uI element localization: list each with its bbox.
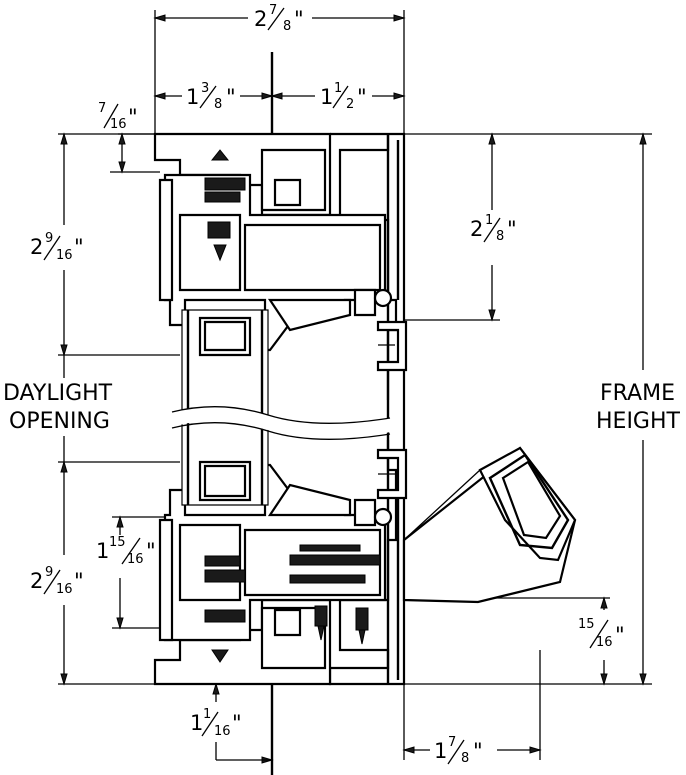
dim-inner-lower-den: 16 xyxy=(127,552,144,567)
frame-height-label-line2: HEIGHT xyxy=(596,409,681,434)
dim-right-upper-whole: 2 xyxy=(470,217,483,241)
dim-top-left-whole: 1 xyxy=(186,85,199,109)
dim-bottom-right-num: 7 xyxy=(448,735,456,750)
dim-right-upper-num: 1 xyxy=(485,213,493,228)
dim-right-lower-inch: " xyxy=(615,623,625,647)
dim-right-upper-inch: " xyxy=(507,217,517,241)
dim-inner-lower-whole: 1 xyxy=(96,539,109,563)
dim-bottom-right-inch: " xyxy=(473,739,483,763)
dim-left-upper-num: 9 xyxy=(45,231,53,246)
dim-top-left-inch: " xyxy=(226,85,236,109)
dim-left-lower-whole: 2 xyxy=(30,569,43,593)
dim-left-lower-inch: " xyxy=(74,569,84,593)
dim-left-lower-num: 9 xyxy=(45,565,53,580)
dim-top-overall-num: 7 xyxy=(269,3,277,18)
dim-top-overall-den: 8 xyxy=(283,19,291,34)
dim-right-lower-num: 15 xyxy=(578,617,595,632)
dim-left-small-den: 16 xyxy=(110,117,127,132)
dim-inner-lower-inch: " xyxy=(146,539,156,563)
dim-bottom-left-num: 1 xyxy=(203,707,211,722)
dim-left-lower-den: 16 xyxy=(56,582,73,597)
dim-inner-lower-num: 15 xyxy=(109,535,126,550)
dim-left-upper-whole: 2 xyxy=(30,235,43,259)
dim-left-upper-inch: " xyxy=(74,235,84,259)
dim-top-overall-inch: " xyxy=(294,7,304,31)
dim-top-right-whole: 1 xyxy=(320,85,333,109)
dim-right-lower-den: 16 xyxy=(596,635,613,650)
dim-bottom-left-den: 16 xyxy=(214,724,231,739)
dim-left-upper-den: 16 xyxy=(56,248,73,263)
dim-bottom-right-den: 8 xyxy=(461,751,469,766)
dim-bottom-right-whole: 1 xyxy=(434,739,447,763)
dim-top-left-num: 3 xyxy=(201,81,209,96)
dim-left-small-num: 7 xyxy=(98,101,106,116)
dim-left-small-inch: " xyxy=(128,105,138,129)
dim-top-right-den: 2 xyxy=(346,97,354,112)
dimension-lines xyxy=(58,10,652,775)
dimension-labels: 2 7 8 " 1 3 8 " 1 1 2 " 7 16 " 2 9 16 " … xyxy=(3,3,681,766)
frame-profile xyxy=(153,132,408,686)
exterior-screen-projection xyxy=(402,446,577,604)
daylight-opening-label-line1: DAYLIGHT xyxy=(3,381,113,406)
dim-bottom-left-inch: " xyxy=(232,711,242,735)
frame-height-label-line1: FRAME xyxy=(600,381,675,406)
hardware xyxy=(204,149,381,663)
dim-bottom-left-whole: 1 xyxy=(190,711,203,735)
dim-top-right-num: 1 xyxy=(334,81,342,96)
dim-top-overall-whole: 2 xyxy=(254,7,267,31)
dim-right-upper-den: 8 xyxy=(496,229,504,244)
dim-top-right-inch: " xyxy=(357,85,367,109)
dim-top-left-den: 8 xyxy=(214,97,222,112)
daylight-opening-label-line2: OPENING xyxy=(9,409,110,434)
